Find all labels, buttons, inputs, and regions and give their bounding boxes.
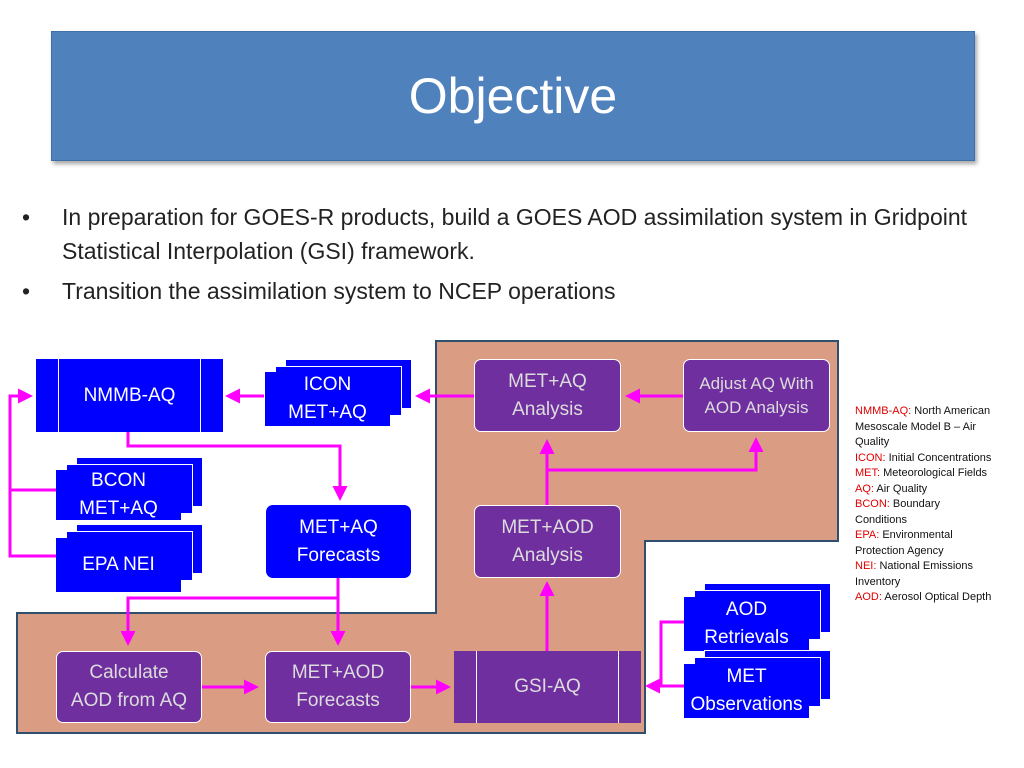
legend-text: Air Quality [876,482,928,495]
arrow-forecasts-down [120,578,340,646]
node-epa-nei: EPA NEI [56,538,181,592]
node-label-line1: Calculate [89,662,169,683]
node-label-line1: ICON [303,374,352,395]
legend-key: NEI: [855,560,877,572]
node-aod-retrievals: AOD Retrievals [684,597,809,651]
assimilation-region [16,340,839,734]
node-label-line2: Forecasts [296,690,380,711]
legend-entry: NMMB-AQ: North American Mesoscale Model … [855,404,995,451]
node-label-line2: Observations [690,694,803,715]
node-icon: ICON MET+AQ [265,372,390,426]
node-met-observations: MET Observations [684,664,809,718]
page-title: Objective [408,68,618,124]
legend-key: AOD: [855,591,882,603]
node-bcon: BCON MET+AQ [56,470,181,520]
legend-entry: EPA: Environmental Protection Agency [855,528,995,559]
node-label-line2: Forecasts [296,544,381,566]
node-met-aod-analysis: MET+AOD Analysis [474,505,621,578]
node-label: NMMB-AQ [83,384,176,406]
legend-entry: AQ: Air Quality [855,482,995,498]
legend-key: ICON: [855,451,886,464]
node-calculate-aod: Calculate AOD from AQ [56,651,202,723]
legend-entry: NEI: National Emissions Inventory [855,559,995,590]
bullet-item: • Transition the assimilation system to … [18,274,978,308]
node-label-line1: AOD [725,599,768,620]
legend-entry: MET: Meteorological Fields [855,466,995,482]
node-label-line1: MET [726,666,767,687]
node-nmmb-aq: NMMB-AQ [36,359,223,432]
legend-text: Boundary Conditions [855,498,940,526]
node-met-aq-forecasts: MET+AQ Forecasts [266,505,411,578]
node-label-line2: Retrievals [704,627,789,648]
legend-entry: ICON: Initial Concentrations [855,451,995,467]
bullet-text: In preparation for GOES-R products, buil… [62,204,968,264]
node-label-line1: MET+AOD [501,516,594,538]
bullet-text: Transition the assimilation system to NC… [62,278,616,304]
legend-entry: AOD: Aerosol Optical Depth [855,590,995,606]
node-label-line1: MET+AQ [299,516,378,538]
legend-key: BCON: [855,498,890,510]
legend-text: Environmental Protection Agency [855,529,953,557]
arrow-left-loop [8,388,56,558]
node-label-line2: Analysis [512,544,583,566]
node-gsi-aq: GSI-AQ [454,651,641,723]
node-met-aod-forecasts: MET+AOD Forecasts [265,651,411,723]
legend-text: North American Mesoscale Model B – Air Q… [855,405,991,448]
node-label: EPA NEI [82,554,155,575]
legend-key: MET: [855,467,881,479]
bullet-list: • In preparation for GOES-R products, bu… [18,200,978,314]
node-label-line2: Analysis [512,398,583,420]
node-label-line2: AOD Analysis [704,397,809,417]
legend-text: Meteorological Fields [883,467,988,479]
node-met-aq-analysis: MET+AQ Analysis [474,359,621,432]
bullet-glyph: • [22,204,31,230]
node-label-line1: BCON [91,470,146,491]
node-label-line2: AOD from AQ [70,690,188,711]
arrow-obs-to-gsi [645,620,684,694]
node-label-line1: Adjust AQ With [699,373,814,393]
legend-text: National Emissions Inventory [855,560,974,588]
title-bar: Objective [51,31,975,161]
legend-entry: BCON: Boundary Conditions [855,497,995,528]
bullet-item: • In preparation for GOES-R products, bu… [18,200,978,268]
legend: NMMB-AQ: North American Mesoscale Model … [855,404,995,606]
legend-key: NMMB-AQ: [855,405,912,417]
node-label: GSI-AQ [514,676,581,697]
node-label-line2: MET+AQ [288,402,367,423]
bullet-glyph: • [22,278,31,304]
node-label-line1: MET+AQ [508,370,587,392]
node-label-line2: MET+AQ [79,498,158,519]
legend-key: AQ: [855,482,874,495]
legend-text: Initial Concentrations [888,451,992,464]
legend-text: Aerosol Optical Depth [884,591,992,603]
node-adjust-aq: Adjust AQ With AOD Analysis [683,359,830,432]
legend-key: EPA: [855,529,880,541]
node-label-line1: MET+AOD [291,662,385,683]
arrow-nmmb-to-forecasts [126,432,348,501]
